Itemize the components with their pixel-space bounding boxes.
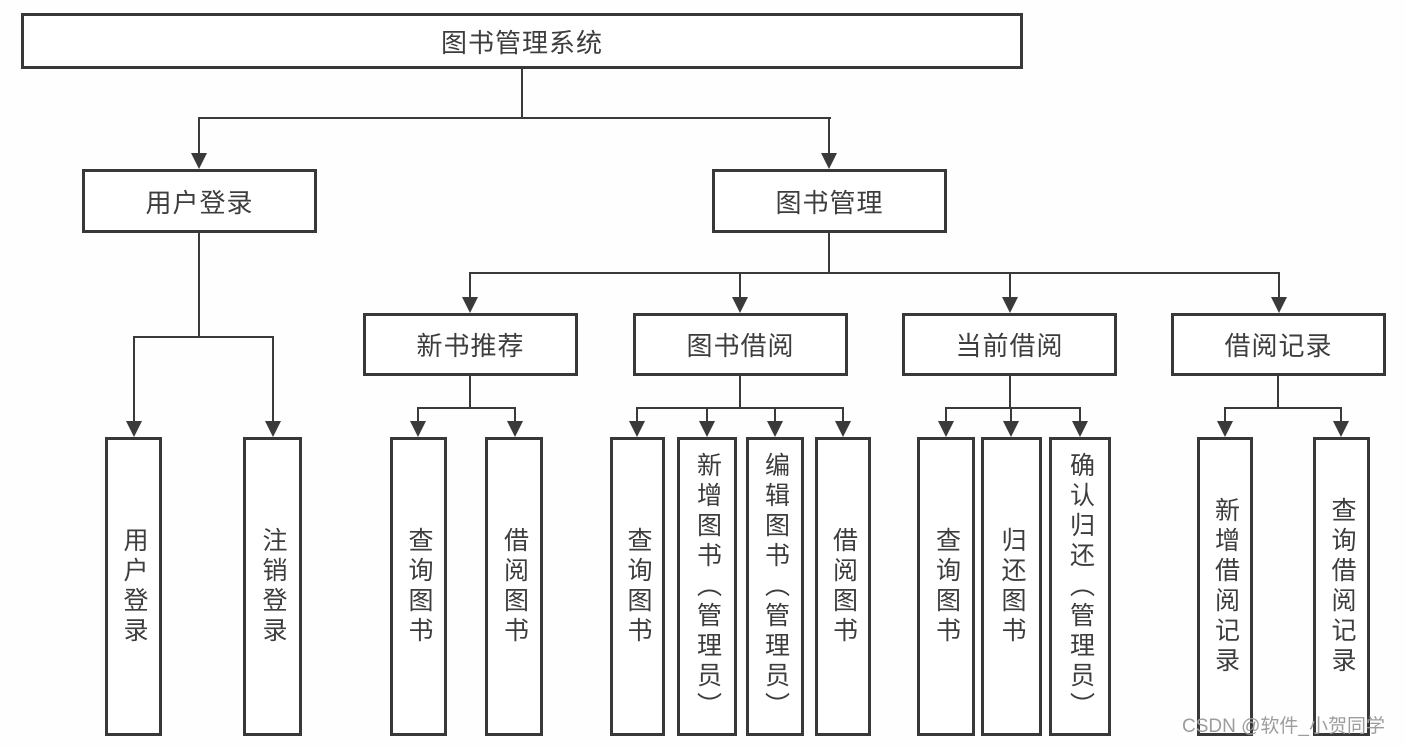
- connector-line: [1079, 407, 1081, 422]
- leaf-label: 注销登录: [259, 526, 287, 647]
- arrow-down-icon: [1002, 297, 1018, 313]
- connector-line: [1340, 407, 1342, 422]
- connector-line: [521, 69, 523, 118]
- connector-line: [469, 272, 471, 299]
- connector-line: [1224, 407, 1226, 422]
- arrow-down-icon: [462, 297, 478, 313]
- leaf-user-login: 用户登录: [105, 437, 162, 736]
- node-new-book-recommend: 新书推荐: [363, 313, 578, 376]
- connector-line: [636, 407, 638, 422]
- connector-line: [828, 233, 830, 273]
- leaf-query-books-recommend: 查询图书: [390, 437, 447, 736]
- node-label: 图书借阅: [686, 331, 795, 361]
- leaf-return-books: 归还图书: [981, 437, 1042, 736]
- leaf-label: 用户登录: [120, 526, 148, 647]
- arrow-down-icon: [629, 421, 645, 437]
- leaf-query-books-borrow: 查询图书: [610, 437, 665, 736]
- connector-line: [1277, 376, 1279, 408]
- node-label: 图书管理系统: [440, 27, 603, 58]
- node-borrowing-records: 借阅记录: [1171, 313, 1386, 376]
- arrow-down-icon: [191, 153, 207, 169]
- leaf-label: 查询图书: [932, 526, 961, 647]
- node-label: 借阅记录: [1224, 331, 1333, 361]
- connector-line: [272, 336, 274, 422]
- leaf-edit-books-admin: 编辑图书（管理员）: [746, 437, 804, 736]
- connector-line: [945, 407, 947, 422]
- leaf-label: 确认归还（管理员）: [1066, 451, 1095, 722]
- connector-line: [514, 407, 516, 422]
- leaf-label: 新增图书（管理员）: [693, 451, 722, 722]
- arrow-down-icon: [821, 153, 837, 169]
- connector-line: [1010, 407, 1012, 422]
- connector-line: [133, 336, 135, 422]
- connector-line: [1278, 272, 1280, 299]
- connector-line: [1224, 407, 1342, 409]
- csdn-watermark: CSDN @软件_小贺同学: [1182, 716, 1385, 737]
- leaf-label: 新增借阅记录: [1211, 496, 1240, 677]
- arrow-down-icon: [767, 421, 783, 437]
- leaf-label: 借阅图书: [829, 526, 858, 647]
- arrow-down-icon: [699, 421, 715, 437]
- arrow-down-icon: [507, 421, 523, 437]
- connector-line: [1009, 376, 1011, 408]
- connector-line: [739, 376, 741, 408]
- connector-line: [1009, 272, 1011, 299]
- connector-line: [469, 272, 1280, 274]
- leaf-add-borrow-record: 新增借阅记录: [1197, 437, 1253, 736]
- leaf-confirm-return-admin: 确认归还（管理员）: [1049, 437, 1111, 736]
- arrow-down-icon: [835, 421, 851, 437]
- leaf-label: 编辑图书（管理员）: [761, 451, 790, 722]
- node-label: 新书推荐: [416, 331, 525, 361]
- connector-line: [828, 117, 830, 154]
- leaf-label: 查询借阅记录: [1328, 496, 1356, 677]
- connector-line: [198, 117, 831, 119]
- leaf-borrow-books-recommend: 借阅图书: [485, 437, 543, 736]
- arrow-down-icon: [1003, 421, 1019, 437]
- leaf-label: 查询图书: [624, 526, 652, 647]
- node-book-management: 图书管理: [712, 169, 947, 233]
- arrow-down-icon: [265, 421, 281, 437]
- arrow-down-icon: [1217, 421, 1233, 437]
- leaf-label: 借阅图书: [500, 526, 529, 647]
- node-book-borrowing: 图书借阅: [633, 313, 848, 376]
- connector-line: [417, 407, 516, 409]
- connector-line: [842, 407, 844, 422]
- connector-line: [739, 272, 741, 299]
- connector-line: [945, 407, 1081, 409]
- connector-line: [198, 117, 200, 154]
- node-label: 图书管理: [775, 187, 884, 218]
- connector-line: [417, 407, 419, 422]
- connector-line: [706, 407, 708, 422]
- leaf-add-books-admin: 新增图书（管理员）: [677, 437, 737, 736]
- leaf-label: 归还图书: [998, 526, 1026, 647]
- arrow-down-icon: [1271, 297, 1287, 313]
- leaf-borrow-books: 借阅图书: [815, 437, 871, 736]
- node-current-borrowing: 当前借阅: [902, 313, 1117, 376]
- node-library-management-system: 图书管理系统: [21, 13, 1023, 69]
- connector-line: [774, 407, 776, 422]
- arrow-down-icon: [1072, 421, 1088, 437]
- connector-line: [198, 233, 200, 337]
- connector-line: [469, 376, 471, 408]
- arrow-down-icon: [126, 421, 142, 437]
- node-user-login: 用户登录: [82, 169, 317, 233]
- leaf-query-borrow-record: 查询借阅记录: [1313, 437, 1370, 736]
- leaf-logout: 注销登录: [243, 437, 302, 736]
- connector-line: [133, 336, 274, 338]
- arrow-down-icon: [1333, 421, 1349, 437]
- leaf-query-books-current: 查询图书: [917, 437, 975, 736]
- arrow-down-icon: [732, 297, 748, 313]
- leaf-label: 查询图书: [405, 526, 433, 647]
- node-label: 当前借阅: [955, 331, 1064, 361]
- node-label: 用户登录: [145, 187, 254, 218]
- arrow-down-icon: [938, 421, 954, 437]
- arrow-down-icon: [410, 421, 426, 437]
- connector-line: [636, 407, 844, 409]
